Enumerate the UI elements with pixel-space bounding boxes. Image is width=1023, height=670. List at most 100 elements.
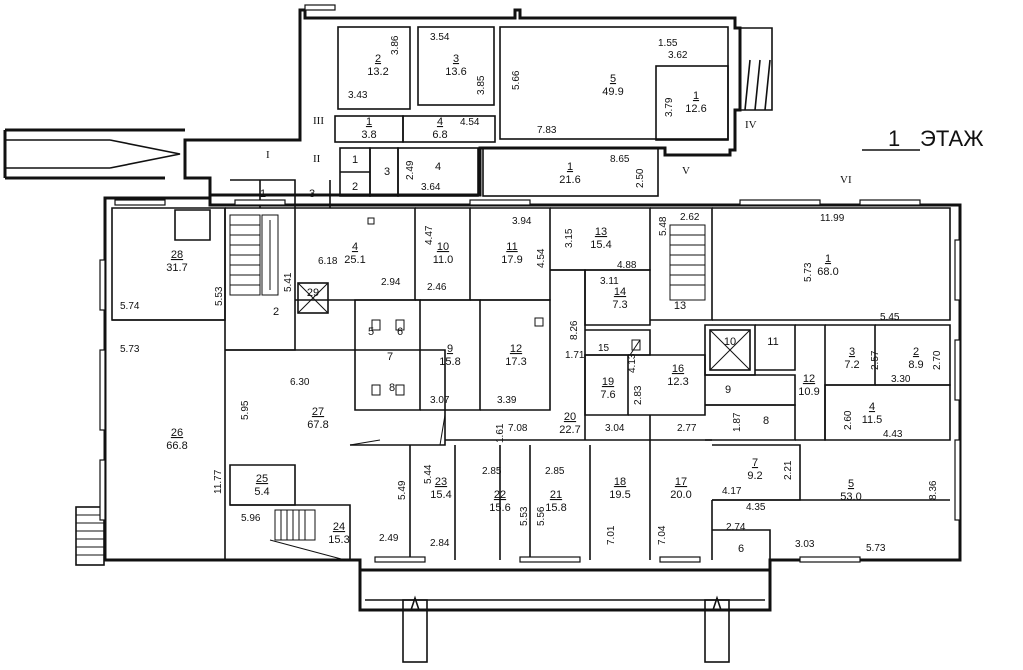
room-label: 13 [674,300,686,312]
dimension-label: 2.46 [427,282,447,293]
room-area: 49.9 [602,86,623,98]
dimension-label: 2.83 [633,385,644,405]
dimension-label: 11.77 [213,469,224,494]
dimension-label: 5.56 [536,506,547,526]
dimension-label: 3.64 [421,182,441,193]
dimension-label: 2.60 [843,410,854,430]
dimension-label: 5.45 [880,312,900,323]
room-area: 68.0 [817,266,838,278]
room-area: 21.6 [559,174,580,186]
dimension-label: 7.01 [606,525,617,545]
dimension-label: 2.94 [381,277,401,288]
room-area: 67.8 [307,419,328,431]
room-label: 29 [307,287,319,299]
dimension-label: 3.11 [600,276,619,287]
room-area: 12.6 [685,103,706,115]
room-number: 4 [437,116,443,128]
room-area: 7.6 [600,389,615,401]
room-label: 9 [725,384,731,396]
room-number: 3 [453,53,459,65]
dimension-label: 3.79 [664,97,675,117]
room-area: 15.4 [590,239,611,251]
room-area: 15.6 [489,502,510,514]
room-area: 6.8 [432,129,447,141]
dimension-label: 5.48 [658,216,669,236]
dimension-label: 3.30 [891,374,911,385]
walls [3,8,962,663]
dimension-label: 5.95 [240,400,251,420]
room-area: 5.4 [254,486,269,498]
room-label: 8 [763,415,769,427]
dimension-label: 4.17 [722,486,742,497]
entrance-label: VI [840,174,852,186]
room-number: 9 [447,343,453,355]
room-area: 12.3 [667,376,688,388]
room-number: 22 [494,489,506,501]
entrance-label: I [266,149,270,161]
dimension-label: 3.85 [476,75,487,95]
room-number: 11 [506,241,517,253]
room-label: 11 [767,336,778,348]
dimension-label: 4.54 [460,117,480,128]
room-number: 12 [803,373,815,385]
dimension-label: 4.88 [617,260,637,271]
dimension-label: 5.66 [511,70,522,90]
room-label: 8 [389,382,395,394]
dimension-label: 3.43 [348,90,368,101]
dimension-label: 3.03 [795,539,815,550]
dimension-label: 3.04 [605,423,625,434]
room-area: 31.7 [166,262,187,274]
entrance-label: V [682,165,690,177]
room-number: 21 [550,489,562,501]
room-number: 13 [595,226,607,238]
room-label: 2 [352,181,358,193]
plain-room-labels: 1 2 3 4 1 3 2 29 5 6 7 8 13 15 10 11 9 8… [260,154,779,555]
room-label: 15 [598,343,610,354]
dimension-label: 3.94 [512,216,532,227]
dimension-label: 4.47 [424,225,435,245]
room-area: 7.3 [612,299,627,311]
room-area: 19.5 [609,489,630,501]
dimension-label: 5.49 [397,480,408,500]
room-number: 18 [614,476,626,488]
dimension-label: 6.18 [318,256,338,267]
room-label: 2 [273,306,279,318]
dimension-label: 2.85 [545,466,565,477]
room-label: 7 [387,351,393,363]
room-number: 5 [610,73,616,85]
dimension-label: 2.74 [726,522,746,533]
dimension-label: 3.86 [390,35,401,55]
room-area: 11.5 [862,414,883,426]
room-number: 3 [849,346,855,358]
room-number: 2 [913,346,919,358]
dimension-label: 2.57 [870,350,881,370]
dimension-label: 5.74 [120,301,140,312]
room-label: 4 [435,161,441,173]
dimension-label: 5.73 [866,543,886,554]
room-area: 13.6 [445,66,466,78]
room-area: 15.8 [545,502,566,514]
floor-number: 1 [888,126,900,151]
room-number: 1 [693,90,699,102]
room-area: 7.2 [844,359,859,371]
dimension-label: 2.49 [405,160,416,180]
room-number: 1 [567,161,573,173]
room-area: 8.9 [908,359,923,371]
room-label: 5 [368,326,374,338]
room-area: 15.8 [439,356,460,368]
room-label: 3 [309,188,315,200]
room-area: 13.2 [367,66,388,78]
dimension-label: 7.83 [537,125,557,136]
entrance-label: III [313,115,324,127]
dimension-label: 1.71 [565,350,585,361]
room-area: 17.9 [501,254,522,266]
room-number: 12 [510,343,522,355]
room-number: 4 [352,241,358,253]
floor-title: 1 ЭТАЖ [862,126,984,151]
dimension-label: 3.54 [430,32,450,43]
room-area: 66.8 [166,440,187,452]
room-area: 9.2 [747,470,762,482]
room-number: 24 [333,521,345,533]
room-number: 28 [171,249,183,261]
entrance-label: II [313,153,321,165]
